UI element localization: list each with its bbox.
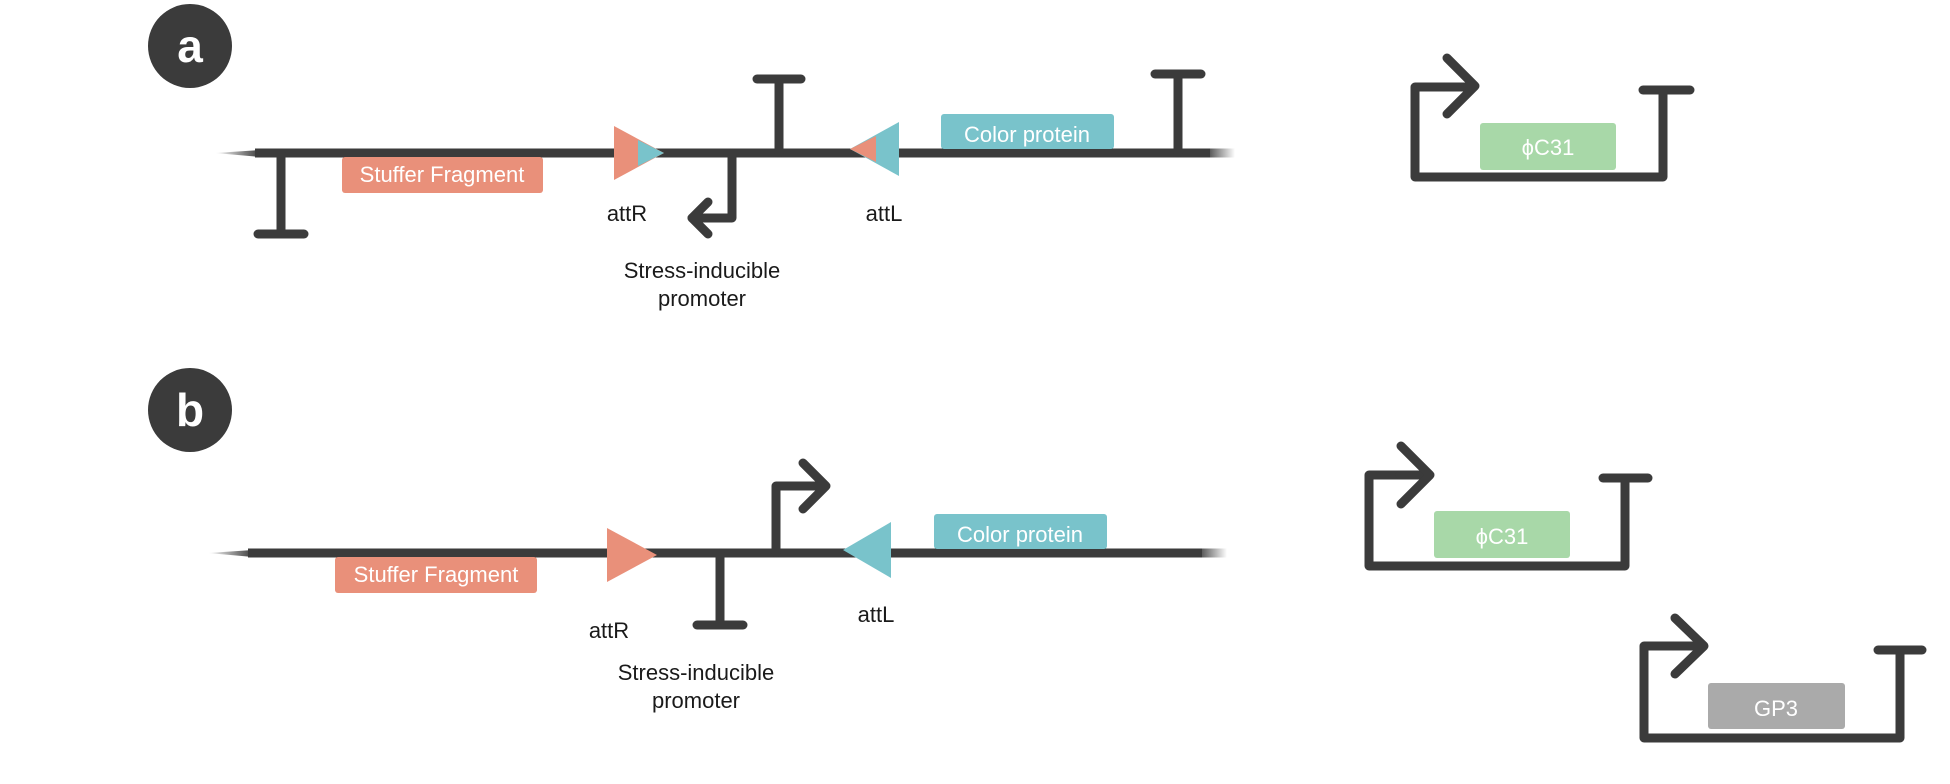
panel-a-dna-strand: [215, 148, 1235, 158]
panel-b-promoter-line2: promoter: [652, 688, 740, 713]
panel-b-badge: [148, 368, 232, 452]
panel-b-dna-strand: [208, 548, 1227, 558]
panel-a: a Stuffer Fragment attR Stress-induc: [148, 4, 1695, 311]
panel-a-terminator-right-icon: [1150, 69, 1206, 158]
panel-a-terminator-middle-icon: [752, 74, 806, 158]
panel-a-phic31-label: ϕC31: [1522, 135, 1575, 160]
panel-b-color-protein-label: Color protein: [957, 522, 1083, 547]
panel-b-phic31-plasmid: ϕC31: [1364, 441, 1653, 571]
panel-a-color-protein-label: Color protein: [964, 122, 1090, 147]
panel-a-promoter-line2: promoter: [658, 286, 746, 311]
panel-b-attL-label: attL: [858, 602, 895, 627]
panel-b-color-protein: Color protein: [934, 514, 1107, 549]
panel-a-badge: [148, 4, 232, 88]
panel-b: b Stuffer Fragment attR Stress-inducible…: [148, 368, 1927, 743]
panel-b-stuffer-label: Stuffer Fragment: [354, 562, 519, 587]
panel-a-letter: a: [177, 20, 203, 72]
panel-a-attR-site-icon: [614, 126, 664, 180]
panel-b-phic31-label: ϕC31: [1476, 524, 1529, 549]
panel-b-stuffer-fragment: Stuffer Fragment: [335, 557, 537, 593]
panel-b-terminator-icon: [692, 548, 748, 630]
panel-a-attL-label: attL: [866, 201, 903, 226]
panel-a-promoter-reverse-icon: [687, 148, 737, 239]
panel-b-letter: b: [176, 384, 204, 436]
panel-a-terminator-left-icon: [253, 148, 309, 239]
panel-b-attR-site-icon: [607, 528, 657, 582]
panel-a-color-protein: Color protein: [941, 114, 1114, 149]
panel-a-attR-label: attR: [607, 201, 647, 226]
panel-a-attL-site-icon: [850, 122, 899, 176]
panel-b-gp3-label: GP3: [1754, 696, 1798, 721]
panel-a-phic31-plasmid: ϕC31: [1410, 53, 1695, 182]
panel-b-gp3-plasmid: GP3: [1639, 613, 1927, 743]
panel-a-stuffer-label: Stuffer Fragment: [360, 162, 525, 187]
panel-b-attR-label: attR: [589, 618, 629, 643]
panel-a-stuffer-fragment: Stuffer Fragment: [342, 157, 543, 193]
panel-b-promoter-line1: Stress-inducible: [618, 660, 775, 685]
panel-b-promoter-forward-icon: [771, 458, 831, 558]
panel-a-promoter-line1: Stress-inducible: [624, 258, 781, 283]
panel-b-attL-site-icon: [843, 522, 891, 578]
